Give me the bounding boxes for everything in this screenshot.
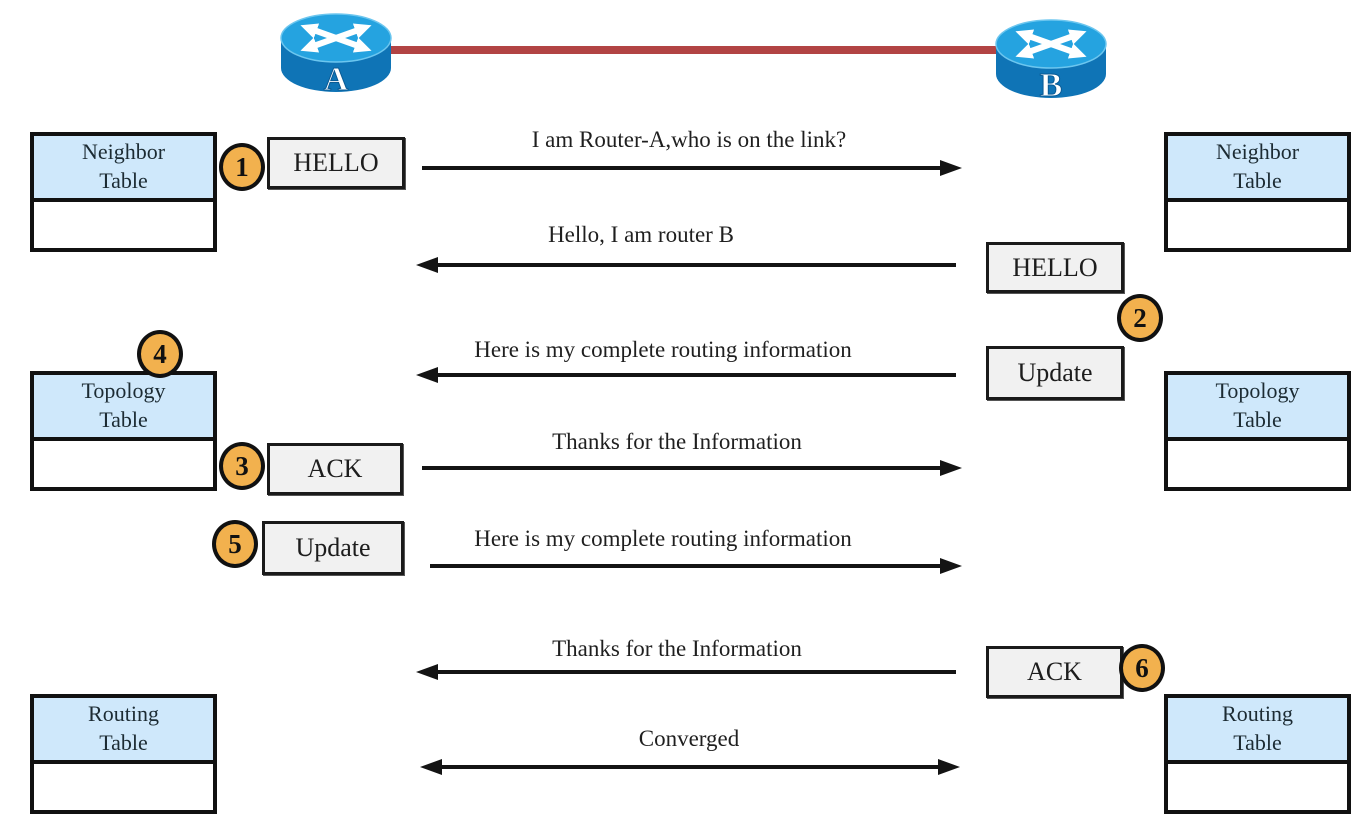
neighbor-table-left: Neighbor Table xyxy=(30,132,217,252)
router-link-line xyxy=(390,46,1006,54)
message-text-5: Here is my complete routing information xyxy=(474,526,852,551)
message-text-7: Converged xyxy=(638,726,740,751)
table-title: Routing Table xyxy=(88,701,159,755)
hello-box-right: HELLO xyxy=(986,242,1124,293)
table-header: Topology Table xyxy=(34,375,213,441)
table-title: Topology Table xyxy=(1215,378,1300,432)
ack-box-left: ACK xyxy=(267,443,403,495)
hello-box-left: HELLO xyxy=(267,137,405,189)
neighbor-table-right: Neighbor Table xyxy=(1164,132,1351,252)
message-arrow-5 xyxy=(430,564,942,568)
step-badge-6: 6 xyxy=(1119,644,1165,692)
message-arrow-7 xyxy=(440,765,940,769)
topology-table-right: Topology Table xyxy=(1164,371,1351,491)
table-title: Topology Table xyxy=(81,378,166,432)
router-a-label: A xyxy=(324,61,349,98)
message-arrow-3 xyxy=(436,373,956,377)
message-text-3: Here is my complete routing information xyxy=(474,337,852,362)
message-arrow-2 xyxy=(436,263,956,267)
table-title: Routing Table xyxy=(1222,701,1293,755)
update-box-left: Update xyxy=(262,521,404,575)
router-b-label: B xyxy=(1040,67,1063,104)
table-header: Routing Table xyxy=(1168,698,1347,764)
step-badge-2: 2 xyxy=(1117,294,1163,342)
ack-box-right: ACK xyxy=(986,646,1123,698)
table-empty-row xyxy=(1168,441,1347,487)
message-text-1: I am Router-A,who is on the link? xyxy=(531,127,847,152)
topology-table-left: Topology Table xyxy=(30,371,217,491)
table-header: Routing Table xyxy=(34,698,213,764)
update-box-right: Update xyxy=(986,346,1124,400)
routing-table-right: Routing Table xyxy=(1164,694,1351,814)
table-title: Neighbor Table xyxy=(1215,139,1300,193)
message-arrow-4 xyxy=(422,466,942,470)
table-empty-row xyxy=(1168,764,1347,810)
router-a-icon: A xyxy=(278,10,394,99)
message-arrow-1 xyxy=(422,166,942,170)
message-arrow-6 xyxy=(436,670,956,674)
step-badge-1: 1 xyxy=(219,143,265,191)
message-text-4: Thanks for the Information xyxy=(552,429,802,454)
table-empty-row xyxy=(34,764,213,810)
step-badge-4: 4 xyxy=(137,330,183,378)
router-b-icon: B xyxy=(993,16,1109,105)
message-text-2: Hello, I am router B xyxy=(548,222,734,247)
step-badge-3: 3 xyxy=(219,442,265,490)
table-header: Neighbor Table xyxy=(34,136,213,202)
table-empty-row xyxy=(34,441,213,487)
table-empty-row xyxy=(34,202,213,248)
table-header: Neighbor Table xyxy=(1168,136,1347,202)
message-text-6: Thanks for the Information xyxy=(552,636,802,661)
routing-table-left: Routing Table xyxy=(30,694,217,814)
step-badge-5: 5 xyxy=(212,520,258,568)
table-header: Topology Table xyxy=(1168,375,1347,441)
table-empty-row xyxy=(1168,202,1347,248)
table-title: Neighbor Table xyxy=(81,139,166,193)
